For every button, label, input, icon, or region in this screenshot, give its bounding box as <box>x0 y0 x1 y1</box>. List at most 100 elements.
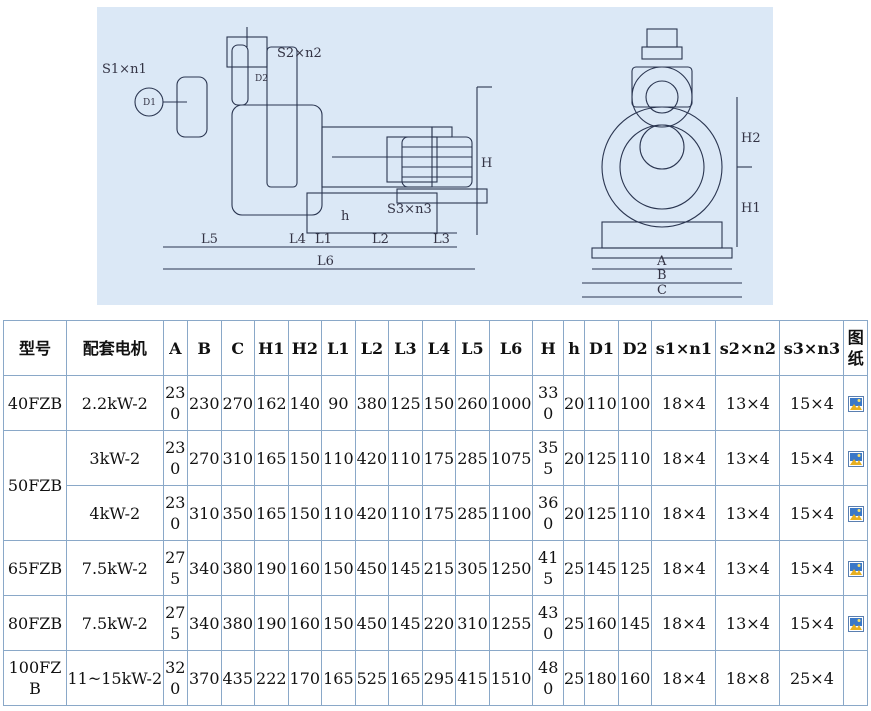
cell-motor: 3kW-2 <box>66 430 164 486</box>
cell-value: 190 <box>254 540 289 596</box>
cell-value: 320 <box>162 650 188 706</box>
cell-value: 25×4 <box>779 650 845 706</box>
cell-value: 165 <box>254 485 289 541</box>
drawing-image-icon[interactable] <box>847 451 864 467</box>
header-H2: H2 <box>287 320 323 376</box>
label-H1: H1 <box>741 201 761 216</box>
cell-value: 160 <box>287 540 323 596</box>
cell-value: 18×4 <box>651 485 717 541</box>
cell-model: 50FZB <box>2 430 68 541</box>
drawing-image-icon[interactable] <box>847 506 864 522</box>
header-model: 型号 <box>2 320 68 376</box>
cell-value: 110 <box>321 430 356 486</box>
cell-value: 1075 <box>488 430 534 486</box>
label-L4: L4 <box>289 232 306 247</box>
cell-value: 150 <box>421 375 457 431</box>
cell-value: 285 <box>455 485 490 541</box>
cell-value: 145 <box>617 595 653 651</box>
cell-value: 165 <box>321 650 356 706</box>
cell-value: 295 <box>421 650 457 706</box>
drawing-image-icon[interactable] <box>847 561 864 577</box>
cell-value: 415 <box>532 540 564 596</box>
header-C: C <box>220 320 256 376</box>
cell-value: 370 <box>186 650 222 706</box>
cell-value: 220 <box>421 595 457 651</box>
cell-value: 270 <box>186 430 222 486</box>
cell-value: 162 <box>254 375 289 431</box>
cell-value: 222 <box>254 650 289 706</box>
cell-value: 480 <box>532 650 564 706</box>
label-s1n1: S1×n1 <box>102 62 147 77</box>
label-D2: D2 <box>255 74 268 84</box>
cell-drawing[interactable] <box>843 430 868 486</box>
header-L3: L3 <box>388 320 423 376</box>
cell-value: 125 <box>584 430 619 486</box>
cell-value: 20 <box>562 375 586 431</box>
cell-value: 190 <box>254 595 289 651</box>
spec-table: 型号 配套电机 A B C H1 H2 L1 L2 L3 L4 L5 L6 H … <box>2 320 868 706</box>
cell-value: 110 <box>617 430 653 486</box>
label-L3: L3 <box>433 232 450 247</box>
cell-model: 100FZB <box>2 650 68 706</box>
label-L1: L1 <box>315 232 332 247</box>
cell-value: 110 <box>388 485 423 541</box>
cell-value: 1000 <box>488 375 534 431</box>
cell-value: 110 <box>584 375 619 431</box>
cell-value: 100 <box>617 375 653 431</box>
cell-value: 15×4 <box>779 430 845 486</box>
cell-value: 20 <box>562 430 586 486</box>
cell-value: 90 <box>321 375 356 431</box>
label-L5: L5 <box>201 232 218 247</box>
cell-drawing[interactable] <box>843 595 868 651</box>
cell-motor: 7.5kW-2 <box>66 595 164 651</box>
cell-value: 150 <box>321 595 356 651</box>
header-D2: D2 <box>617 320 653 376</box>
cell-value: 25 <box>562 595 586 651</box>
header-s2n2: s2×n2 <box>715 320 781 376</box>
cell-value: 340 <box>186 540 222 596</box>
header-B: B <box>186 320 222 376</box>
header-motor: 配套电机 <box>66 320 164 376</box>
cell-value: 380 <box>220 595 256 651</box>
cell-value: 18×4 <box>651 650 717 706</box>
cell-value: 180 <box>584 650 619 706</box>
cell-value: 310 <box>186 485 222 541</box>
cell-value: 110 <box>321 485 356 541</box>
cell-value: 230 <box>162 485 188 541</box>
cell-value: 140 <box>287 375 323 431</box>
label-H: H <box>481 156 492 171</box>
cell-value: 1100 <box>488 485 534 541</box>
label-D1: D1 <box>143 98 156 108</box>
cell-value: 230 <box>162 430 188 486</box>
cell-value: 435 <box>220 650 256 706</box>
cell-value: 13×4 <box>715 540 781 596</box>
cell-value: 25 <box>562 650 586 706</box>
label-C: C <box>657 283 667 298</box>
label-s2n2: S2×n2 <box>277 46 322 61</box>
cell-value: 340 <box>186 595 222 651</box>
cell-value: 13×4 <box>715 595 781 651</box>
cell-value: 450 <box>354 595 390 651</box>
cell-value: 310 <box>455 595 490 651</box>
cell-value: 150 <box>321 540 356 596</box>
cell-drawing[interactable] <box>843 540 868 596</box>
cell-value: 285 <box>455 430 490 486</box>
cell-value: 275 <box>162 540 188 596</box>
label-L6: L6 <box>317 254 334 269</box>
cell-value: 165 <box>388 650 423 706</box>
cell-value: 145 <box>584 540 619 596</box>
cell-motor: 4kW-2 <box>66 485 164 541</box>
cell-value: 355 <box>532 430 564 486</box>
cell-value: 13×4 <box>715 430 781 486</box>
cell-drawing[interactable] <box>843 485 868 541</box>
drawing-image-icon[interactable] <box>847 396 864 412</box>
drawing-image-icon[interactable] <box>847 616 864 632</box>
cell-value: 175 <box>421 485 457 541</box>
cell-drawing[interactable] <box>843 375 868 431</box>
cell-value: 15×4 <box>779 485 845 541</box>
header-L6: L6 <box>488 320 534 376</box>
